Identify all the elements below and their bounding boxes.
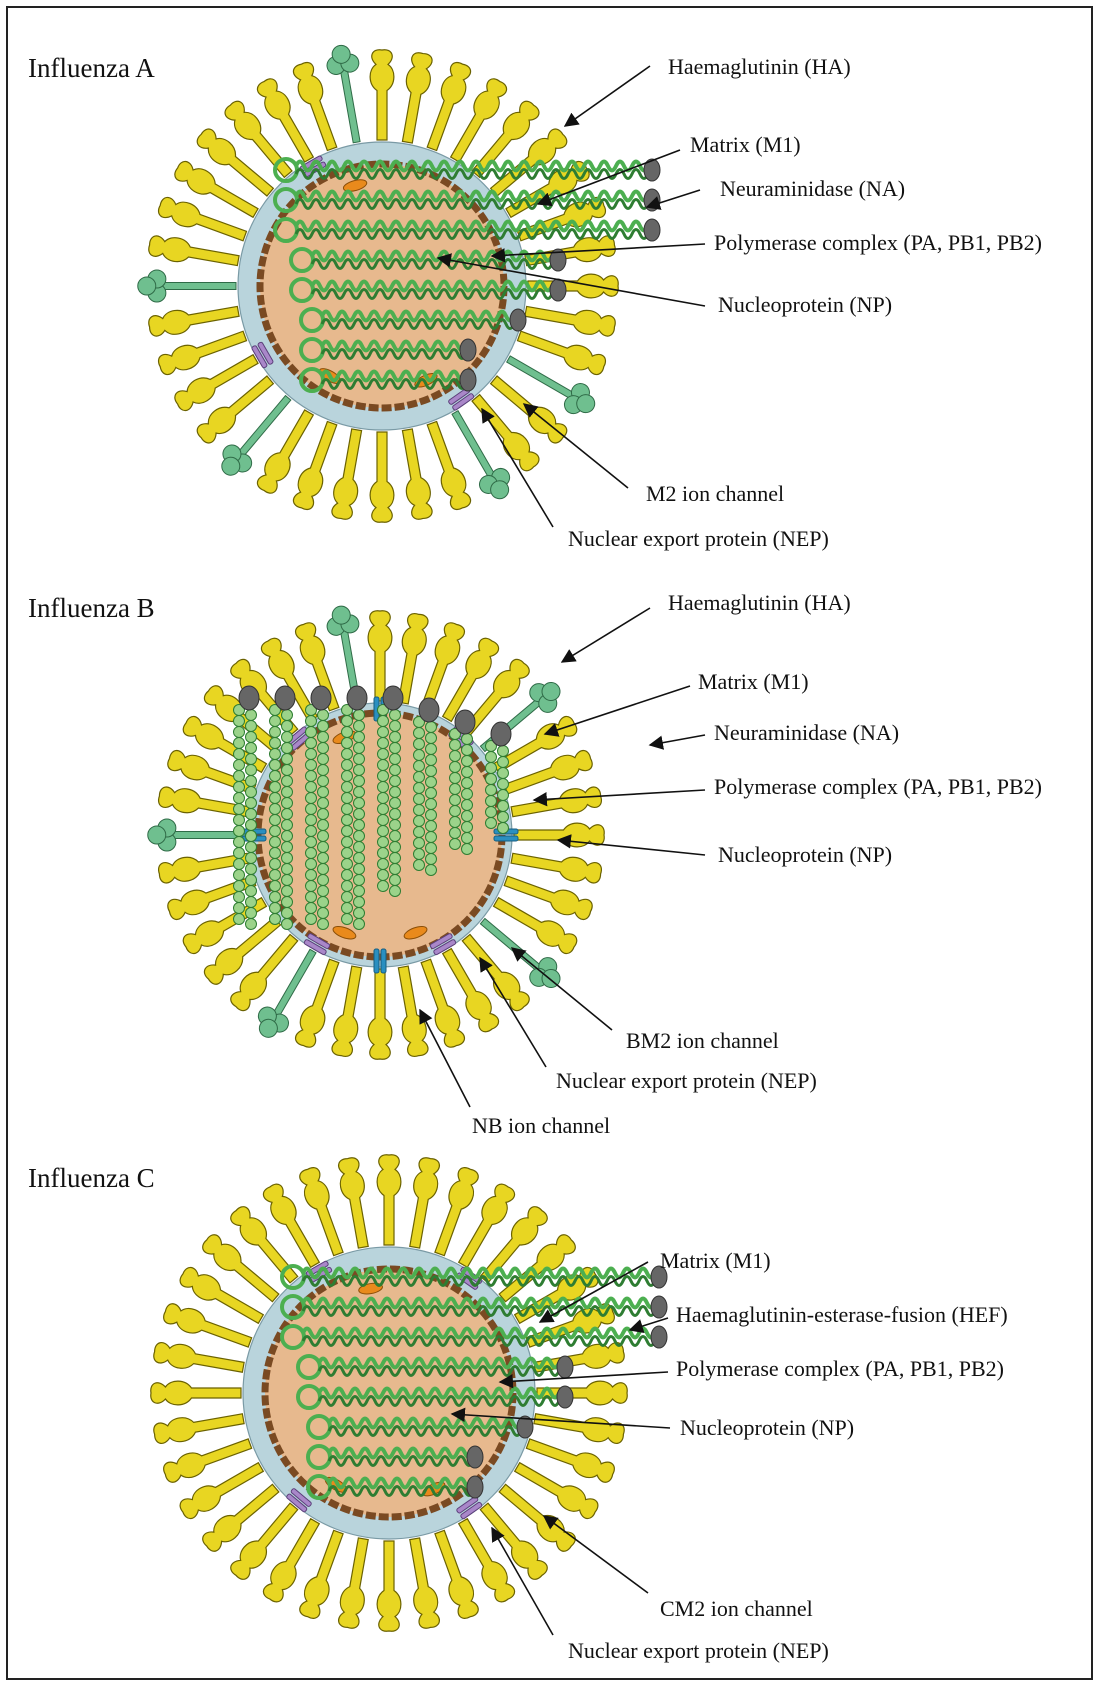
label-text: Nuclear export protein (NEP): [556, 1068, 817, 1093]
label-neuraminidase: Neuraminidase (NA): [647, 176, 905, 207]
haemagglutinin-spike: [396, 428, 435, 521]
polymerase-complex: [455, 710, 475, 734]
label-text: Matrix (M1): [660, 1248, 771, 1273]
polymerase-complex: [644, 189, 660, 211]
label-text: Nucleoprotein (NP): [718, 842, 892, 867]
label-hef: Haemaglutinin-esterase-fusion (HEF): [630, 1302, 1008, 1330]
label-text: NB ion channel: [472, 1113, 610, 1138]
polymerase-complex: [644, 219, 660, 241]
label-text: CM2 ion channel: [660, 1596, 813, 1621]
haemagglutinin-spike: [467, 390, 543, 474]
haemagglutinin-spike: [392, 965, 431, 1058]
neuraminidase-spike: [324, 43, 373, 145]
polymerase-complex: [311, 686, 331, 710]
label-text: Matrix (M1): [698, 669, 809, 694]
polymerase-complex: [651, 1326, 667, 1348]
haemagglutinin-spike: [528, 274, 618, 298]
polymerase-complex: [239, 686, 259, 710]
haemagglutinin-spike: [370, 50, 394, 140]
hef-spike: [336, 1537, 375, 1630]
polymerase-complex: [419, 698, 439, 722]
hef-spike: [403, 1156, 442, 1249]
label-text: M2 ion channel: [646, 481, 784, 506]
label-text: Neuraminidase (NA): [714, 720, 899, 745]
label-text: Polymerase complex (PA, PB1, PB2): [676, 1356, 1004, 1381]
hef-spike: [377, 1541, 401, 1631]
label-nucleoprotein: Nucleoprotein (NP): [558, 840, 892, 867]
virion-influenza-b: [148, 604, 604, 1060]
haemagglutinin-spike: [147, 233, 240, 272]
label-polymerase: Polymerase complex (PA, PB1, PB2): [534, 774, 1042, 800]
label-text: Polymerase complex (PA, PB1, PB2): [714, 230, 1042, 255]
haemagglutinin-spike: [329, 428, 368, 521]
polymerase-complex: [557, 1356, 573, 1378]
label-nep: Nuclear export protein (NEP): [482, 409, 829, 551]
label-text: Haemaglutinin (HA): [668, 54, 851, 79]
label-text: Nuclear export protein (NEP): [568, 1638, 829, 1663]
polymerase-complex: [347, 686, 367, 710]
label-text: BM2 ion channel: [626, 1028, 779, 1053]
polymerase-complex: [460, 339, 476, 361]
label-ion-channel: CM2 ion channel: [544, 1516, 813, 1621]
panel-influenza-c: Influenza C Matrix (M1) Haemaglutinin-es…: [28, 1155, 1008, 1663]
label-ion-channel: M2 ion channel: [524, 404, 784, 506]
hef-spike: [152, 1340, 245, 1379]
haemagglutinin-spike: [524, 300, 617, 339]
polymerase-complex: [651, 1296, 667, 1318]
polymerase-complex: [491, 722, 511, 746]
panel-title: Influenza A: [28, 53, 155, 83]
panel-title: Influenza C: [28, 1163, 155, 1193]
label-text: Matrix (M1): [690, 132, 801, 157]
panel-influenza-b: Influenza B Haemaglutinin (HA) Matrix (M…: [28, 590, 1042, 1138]
polymerase-complex: [383, 686, 403, 710]
label-text: Nuclear export protein (NEP): [568, 526, 829, 551]
haemagglutinin-spike: [368, 969, 392, 1059]
hef-spike: [403, 1537, 442, 1630]
hef-spike: [533, 1407, 626, 1446]
hef-spike: [336, 1156, 375, 1249]
haemagglutinin-spike: [396, 51, 435, 144]
haemagglutinin-spike: [370, 432, 394, 522]
label-neuraminidase: Neuraminidase (NA): [650, 720, 899, 745]
haemagglutinin-spike: [510, 784, 603, 823]
label-text: Polymerase complex (PA, PB1, PB2): [714, 774, 1042, 799]
polymerase-complex: [467, 1476, 483, 1498]
label-text: Nucleoprotein (NP): [680, 1415, 854, 1440]
hef-spike: [377, 1155, 401, 1245]
polymerase-complex: [557, 1386, 573, 1408]
haemagglutinin-spike: [510, 847, 603, 886]
neuraminidase-spike: [138, 270, 236, 302]
hef-spike: [151, 1381, 241, 1405]
haemagglutinin-spike: [147, 300, 240, 339]
hef-spike: [152, 1407, 245, 1446]
haemagglutinin-spike: [227, 930, 303, 1014]
label-haemagglutinin: Haemaglutinin (HA): [562, 590, 851, 662]
haemagglutinin-spike: [329, 965, 368, 1058]
label-text: Nucleoprotein (NP): [718, 292, 892, 317]
neuraminidase-spike: [148, 819, 246, 851]
label-text: Haemaglutinin-esterase-fusion (HEF): [676, 1302, 1008, 1327]
label-haemagglutinin: Haemaglutinin (HA): [565, 54, 851, 126]
polymerase-complex: [460, 369, 476, 391]
polymerase-complex: [550, 279, 566, 301]
panel-influenza-a: Influenza A Haemaglutinin (HA) Matrix (M…: [28, 43, 1042, 551]
label-text: Neuraminidase (NA): [720, 176, 905, 201]
label-text: Haemaglutinin (HA): [668, 590, 851, 615]
polymerase-complex: [275, 686, 295, 710]
panel-title: Influenza B: [28, 593, 155, 623]
polymerase-complex: [467, 1446, 483, 1468]
virion-influenza-c: [151, 1155, 667, 1631]
polymerase-complex: [510, 309, 526, 331]
